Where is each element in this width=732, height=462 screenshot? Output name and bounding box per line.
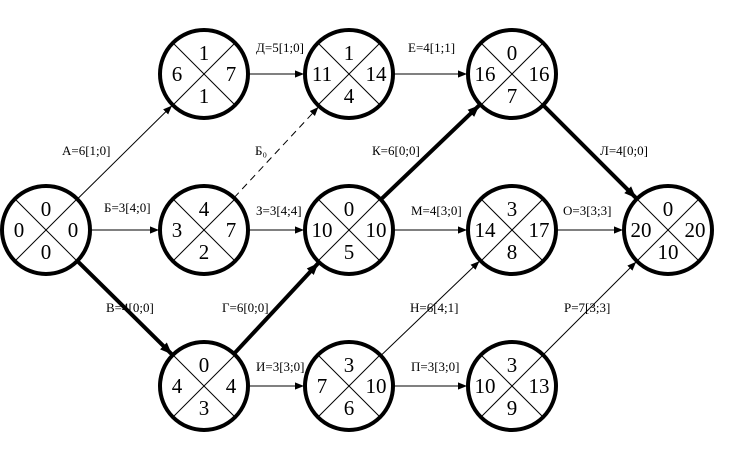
edge-label-v: В=4[0;0] xyxy=(106,300,154,315)
edge-r xyxy=(542,261,637,356)
edge-label-z: З=3[4;4] xyxy=(256,203,302,218)
node-right-value: 16 xyxy=(529,62,550,86)
edge-v xyxy=(75,259,174,356)
node-divider xyxy=(480,354,544,418)
node-divider xyxy=(480,198,544,262)
node-top-value: 0 xyxy=(507,41,518,65)
event-node-8: 0 16 16 7 xyxy=(466,28,558,120)
node-right-value: 20 xyxy=(685,218,706,242)
node-top-value: 4 xyxy=(199,197,210,221)
edge-a xyxy=(76,105,173,200)
node-right-value: 13 xyxy=(529,374,550,398)
node-bottom-value: 5 xyxy=(344,240,355,264)
node-bottom-value: 9 xyxy=(507,396,518,420)
node-top-value: 1 xyxy=(344,41,355,65)
node-bottom-value: 3 xyxy=(199,396,210,420)
edge-label-p: П=3[3;0] xyxy=(411,359,460,374)
event-node-6: 0 10 10 5 xyxy=(303,184,395,276)
edge-label-b0: Б₀ xyxy=(255,143,267,158)
node-top-value: 3 xyxy=(507,197,518,221)
node-left-value: 10 xyxy=(312,218,333,242)
node-left-value: 10 xyxy=(475,374,496,398)
edge-g xyxy=(232,261,320,356)
node-right-value: 10 xyxy=(366,374,387,398)
node-bottom-value: 7 xyxy=(507,84,518,108)
event-node-4: 04 43 xyxy=(158,340,250,432)
edge-label-l: Л=4[0;0] xyxy=(600,143,648,158)
node-divider xyxy=(172,354,236,418)
node-top-value: 1 xyxy=(199,41,210,65)
node-left-value: 20 xyxy=(631,218,652,242)
edge-label-e: Е=4[1;1] xyxy=(408,40,455,55)
event-node-9: 3 14 17 8 xyxy=(466,184,558,276)
node-bottom-value: 2 xyxy=(199,240,210,264)
edge-b0 xyxy=(233,106,319,199)
node-right-value: 0 xyxy=(68,218,79,242)
edge-label-d: Д=5[1;0] xyxy=(256,40,304,55)
event-node-3: 43 72 xyxy=(158,184,250,276)
node-left-value: 6 xyxy=(172,62,183,86)
node-top-value: 0 xyxy=(663,197,674,221)
edges-layer xyxy=(75,70,638,390)
node-divider xyxy=(317,354,381,418)
edge-label-k: К=6[0;0] xyxy=(372,143,420,158)
edge-label-o: О=3[3;3] xyxy=(563,203,612,218)
edge-l xyxy=(541,103,638,200)
node-divider xyxy=(172,42,236,106)
node-divider xyxy=(636,198,700,262)
node-right-value: 4 xyxy=(226,374,237,398)
node-bottom-value: 4 xyxy=(344,84,355,108)
node-bottom-value: 6 xyxy=(344,396,355,420)
node-left-value: 7 xyxy=(317,374,328,398)
node-top-value: 0 xyxy=(344,197,355,221)
node-left-value: 14 xyxy=(475,218,497,242)
edge-label-b: Б=3[4;0] xyxy=(104,200,151,215)
node-bottom-value: 1 xyxy=(199,84,210,108)
node-left-value: 16 xyxy=(475,62,496,86)
node-right-value: 17 xyxy=(529,218,550,242)
edge-label-m: М=4[3;0] xyxy=(411,203,462,218)
node-top-value: 0 xyxy=(41,197,52,221)
node-left-value: 4 xyxy=(172,374,183,398)
event-node-7: 37 10 6 xyxy=(303,340,395,432)
event-node-10: 3 10 13 9 xyxy=(466,340,558,432)
node-left-value: 11 xyxy=(312,62,332,86)
node-top-value: 0 xyxy=(199,353,210,377)
node-divider xyxy=(172,198,236,262)
node-top-value: 3 xyxy=(507,353,518,377)
edge-k xyxy=(379,103,481,202)
edge-labels-layer: А=6[1;0] Б=3[4;0] В=4[0;0] Д=5[1;0] Б₀ З=3[4;… xyxy=(62,40,648,374)
node-right-value: 7 xyxy=(226,62,237,86)
node-top-value: 3 xyxy=(344,353,355,377)
edge-label-r: Р=7[3;3] xyxy=(564,300,610,315)
edge-n xyxy=(380,260,480,356)
node-right-value: 10 xyxy=(366,218,387,242)
node-divider xyxy=(14,198,78,262)
edge-label-i: И=3[3;0] xyxy=(256,359,305,374)
node-left-value: 0 xyxy=(14,218,25,242)
edge-label-n: Н=6[4;1] xyxy=(410,300,459,315)
node-bottom-value: 8 xyxy=(507,240,518,264)
edge-label-a: А=6[1;0] xyxy=(62,143,111,158)
node-bottom-value: 10 xyxy=(658,240,679,264)
node-divider xyxy=(317,198,381,262)
node-right-value: 7 xyxy=(226,218,237,242)
node-left-value: 3 xyxy=(172,218,183,242)
edge-label-g: Г=6[0;0] xyxy=(222,300,269,315)
node-divider xyxy=(317,42,381,106)
node-divider xyxy=(480,42,544,106)
node-right-value: 14 xyxy=(366,62,388,86)
node-bottom-value: 0 xyxy=(41,240,52,264)
